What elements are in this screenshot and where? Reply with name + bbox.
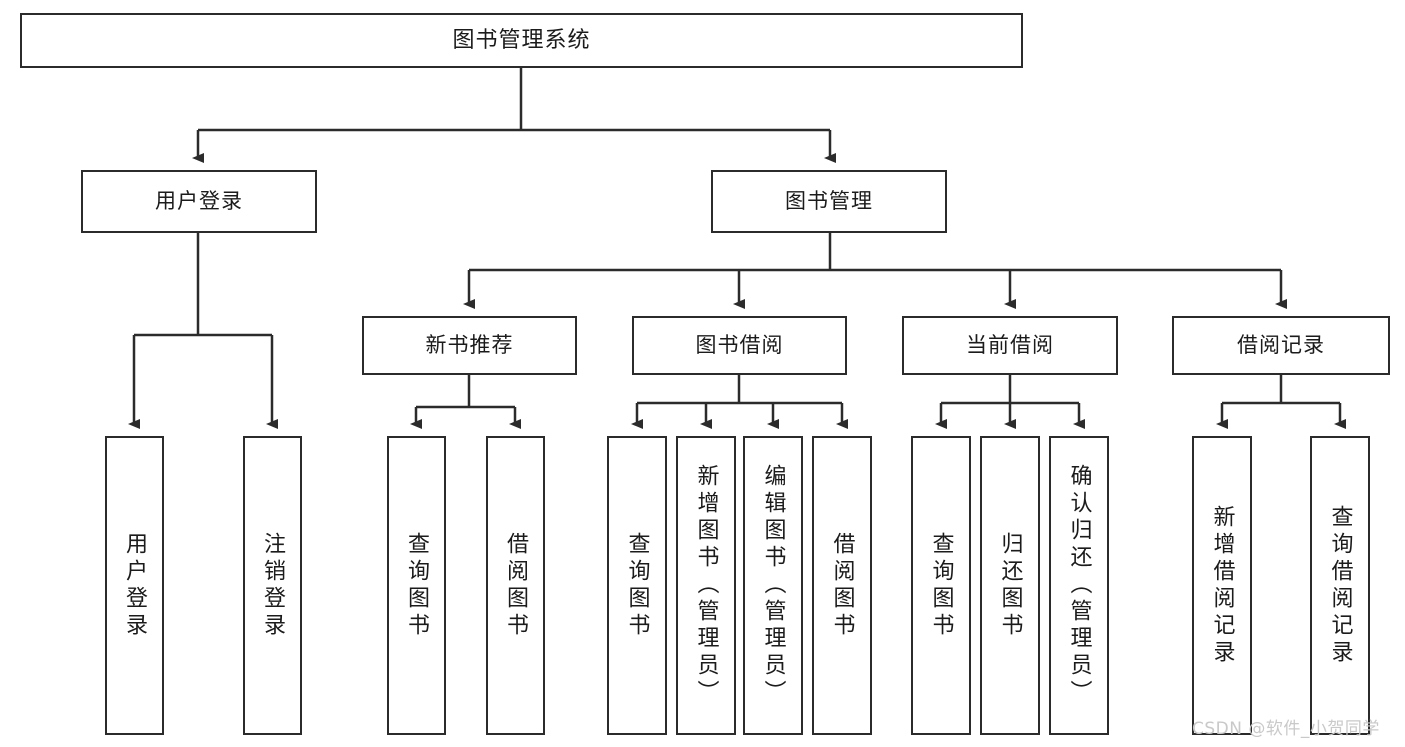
node-label: 用户登录: [122, 531, 148, 640]
node-leaf-query-borrow-record[interactable]: 查询借阅记录: [1310, 436, 1370, 735]
node-leaf-edit-book-admin[interactable]: 编辑图书（管理员）: [743, 436, 803, 735]
node-label: 图书管理系统: [452, 27, 591, 53]
node-leaf-query-book-current[interactable]: 查询图书: [911, 436, 971, 735]
node-label: 查询图书: [624, 531, 650, 640]
node-leaf-confirm-return-admin[interactable]: 确认归还（管理员）: [1049, 436, 1109, 735]
csdn-watermark: CSDN @软件_小贺同学: [1192, 719, 1380, 739]
node-leaf-logout[interactable]: 注销登录: [243, 436, 302, 735]
node-book-borrow[interactable]: 图书借阅: [632, 316, 847, 375]
node-new-book-recommend[interactable]: 新书推荐: [362, 316, 577, 375]
node-label: 新增借阅记录: [1209, 504, 1235, 667]
node-leaf-add-borrow-record[interactable]: 新增借阅记录: [1192, 436, 1252, 735]
node-label: 当前借阅: [966, 333, 1054, 358]
node-leaf-borrow-book-new[interactable]: 借阅图书: [486, 436, 545, 735]
node-label: 借阅图书: [503, 531, 529, 640]
node-label: 注销登录: [260, 531, 286, 640]
node-leaf-query-book-borrow[interactable]: 查询图书: [607, 436, 667, 735]
node-label: 编辑图书（管理员）: [760, 464, 786, 707]
node-borrow-record[interactable]: 借阅记录: [1172, 316, 1390, 375]
node-label: 新书推荐: [425, 333, 514, 358]
node-label: 图书借阅: [695, 333, 784, 358]
node-current-borrow[interactable]: 当前借阅: [902, 316, 1118, 375]
node-leaf-borrow-book[interactable]: 借阅图书: [812, 436, 872, 735]
node-leaf-add-book-admin[interactable]: 新增图书（管理员）: [676, 436, 736, 735]
node-label: 查询图书: [928, 531, 954, 640]
node-user-login[interactable]: 用户登录: [81, 170, 317, 233]
node-label: 新增图书（管理员）: [693, 464, 719, 707]
node-label: 借阅图书: [829, 531, 855, 640]
node-label: 用户登录: [155, 189, 243, 214]
node-label: 确认归还（管理员）: [1066, 464, 1092, 707]
node-book-management[interactable]: 图书管理: [711, 170, 947, 233]
node-label: 查询图书: [404, 531, 430, 640]
node-label: 查询借阅记录: [1327, 504, 1353, 667]
node-label: 借阅记录: [1237, 333, 1325, 358]
node-leaf-return-book[interactable]: 归还图书: [980, 436, 1040, 735]
node-leaf-query-book-new[interactable]: 查询图书: [387, 436, 446, 735]
node-leaf-user-login[interactable]: 用户登录: [105, 436, 164, 735]
node-label: 图书管理: [785, 189, 873, 214]
node-label: 归还图书: [997, 531, 1023, 640]
node-root-book-management-system[interactable]: 图书管理系统: [20, 13, 1023, 68]
